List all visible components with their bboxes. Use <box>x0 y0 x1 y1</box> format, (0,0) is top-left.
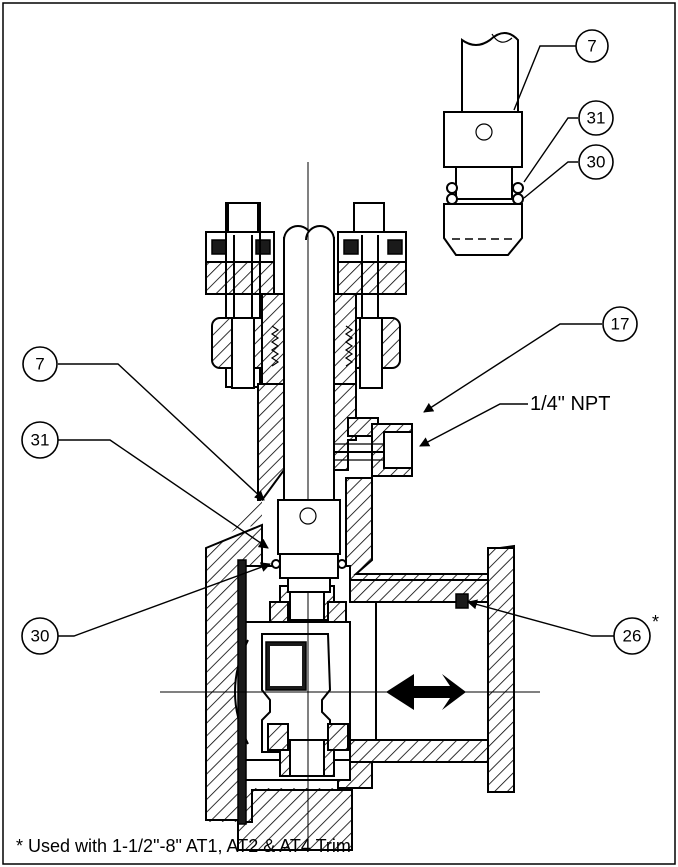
callout-label: 30 <box>587 153 606 172</box>
callout-31-left: 31 <box>21 421 59 459</box>
left-stud-nut-top <box>227 202 259 236</box>
npt-label: 1/4" NPT <box>530 393 610 415</box>
bonnet-assembly <box>205 202 407 501</box>
detail-plug-tip <box>443 203 523 256</box>
callout-31-top: 31 <box>578 100 614 136</box>
callout-26: 26 * <box>613 612 659 655</box>
footnote: * Used with 1-1/2"-8" AT1, AT2 & AT4 Tri… <box>16 836 351 856</box>
callout-label: 30 <box>31 627 50 646</box>
npt-fitting <box>334 417 413 477</box>
callout-label: 7 <box>35 355 44 374</box>
valve-stem <box>283 162 335 501</box>
callout-7-top: 7 <box>575 29 609 63</box>
callout-label: 7 <box>587 37 596 56</box>
leader-lines <box>58 45 614 637</box>
callout-7-left: 7 <box>22 346 58 382</box>
detail-pin-hole <box>475 123 493 141</box>
right-stud-nut-top <box>353 202 385 236</box>
valve-body <box>160 477 540 851</box>
flow-direction-arrow-icon <box>386 674 466 710</box>
callout-17: 17 <box>602 306 638 342</box>
callout-label: 17 <box>611 315 630 334</box>
callout-30-left: 30 <box>21 617 59 655</box>
callout-30-top: 30 <box>578 144 614 180</box>
callout-26-asterisk: * <box>652 612 659 632</box>
stem-coupler <box>271 499 347 593</box>
stem-shaft <box>283 237 335 501</box>
detail-stem-shaft <box>461 32 519 113</box>
callout-label: 31 <box>587 109 606 128</box>
detail-seal-groove <box>455 166 513 200</box>
stem-detail-view <box>443 32 524 256</box>
callout-label: 26 <box>623 627 642 646</box>
callout-label: 31 <box>31 431 50 450</box>
